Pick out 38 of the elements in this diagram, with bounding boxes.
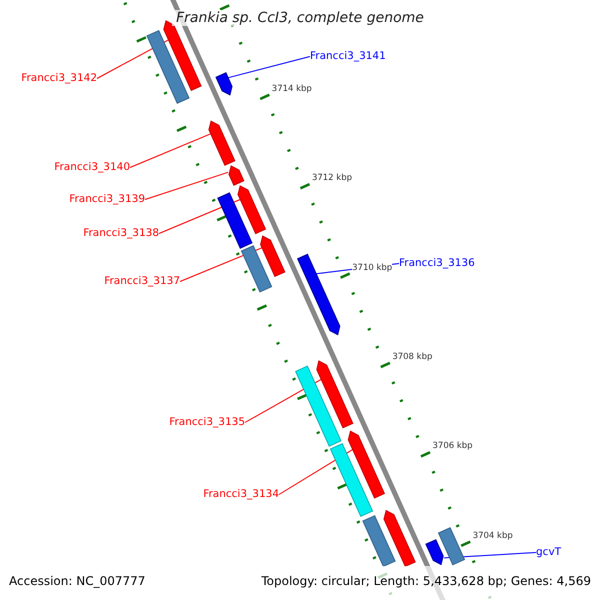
- gene-feature: [296, 254, 340, 336]
- leader-line: [144, 172, 228, 200]
- gene-feature: [348, 430, 386, 499]
- feature-bar: [295, 365, 342, 447]
- gene-label: Francci3_3140: [54, 161, 130, 174]
- gene-feature: [208, 120, 236, 166]
- gene-feature: [260, 235, 286, 278]
- gene-feature: [237, 185, 266, 234]
- scale-label: 3706 kbp: [432, 441, 473, 452]
- leader-line: [228, 56, 310, 78]
- scale-label: 3708 kbp: [392, 352, 432, 363]
- gene-label: Francci3_3141: [310, 50, 386, 63]
- feature-bar: [146, 30, 190, 104]
- gene-feature: [228, 165, 244, 186]
- gene-feature: [383, 510, 416, 568]
- feature-bar: [330, 443, 374, 517]
- gene-feature: [215, 72, 233, 96]
- genome-summary: Topology: circular; Length: 5,433,628 bp; Genes: 4,569: [261, 574, 591, 589]
- gene-feature: [425, 539, 444, 566]
- gene-label: Francci3_3134: [203, 488, 279, 501]
- gene-label: Francci3_3136: [399, 257, 475, 270]
- gene-label: Francci3_3135: [169, 416, 245, 429]
- feature-bar: [217, 192, 253, 249]
- gene-label: Francci3_3139: [69, 193, 145, 206]
- gene-label: Francci3_3137: [104, 275, 180, 288]
- feature-bar: [362, 515, 396, 568]
- feature-bar: [240, 245, 272, 293]
- feature-bar: [438, 527, 466, 566]
- scale-label: 3704 kbp: [472, 530, 513, 542]
- gene-label: gcvT: [536, 546, 562, 559]
- scale-label: 3714 kbp: [272, 84, 312, 95]
- gene-label: Francci3_3138: [83, 227, 159, 240]
- scale-label: 3712 kbp: [312, 173, 352, 184]
- leader-line: [130, 133, 212, 168]
- gene-label: Francci3_3142: [21, 72, 97, 85]
- accession-text: Accession: NC_007777: [9, 574, 146, 589]
- scale-label: 3710 kbp: [352, 262, 392, 274]
- gene-feature: [316, 360, 354, 428]
